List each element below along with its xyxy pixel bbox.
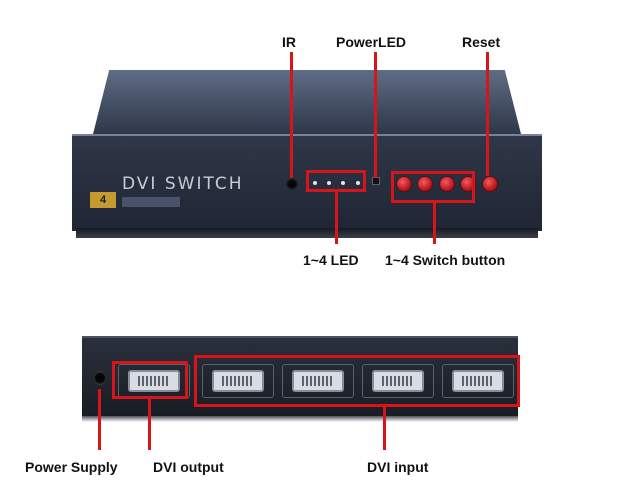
reset-button[interactable] (482, 176, 498, 192)
dvi-input-2-frame (282, 364, 354, 398)
power-supply-callout-line (98, 389, 101, 450)
reset-label: Reset (462, 34, 501, 50)
reset-callout-line (486, 52, 489, 176)
power-supply-label: Power Supply (25, 459, 118, 475)
switch-button-3[interactable] (439, 176, 455, 192)
led-1-4-label: 1~4 LED (303, 252, 359, 268)
dvi-input-label: DVI input (367, 459, 429, 475)
rear-panel-shadow (82, 416, 518, 422)
dvi-input-3-port-icon (372, 370, 424, 392)
dvi-output-label: DVI output (153, 459, 224, 475)
power-jack-icon (94, 371, 106, 385)
dvi-input-callout-line (383, 407, 386, 450)
dvi-input-4-port-icon (452, 370, 504, 392)
switch-button-1-4-label: 1~4 Switch button (385, 252, 506, 268)
device-base (76, 228, 538, 238)
dvi-output-port-icon (128, 370, 180, 392)
switch-button-2[interactable] (417, 176, 433, 192)
led-2-icon (341, 181, 345, 185)
ports-badge: 4 (90, 192, 116, 208)
power-led-icon (372, 177, 380, 185)
led-4-icon (313, 181, 317, 185)
dvi-input-4-frame (442, 364, 514, 398)
power-led-callout-line (374, 52, 377, 178)
dvi-input-3-frame (362, 364, 434, 398)
ir-receiver-icon (286, 178, 298, 190)
switch-button-callout-line (433, 203, 436, 244)
led-1-icon (356, 181, 360, 185)
dvi-input-1-port-icon (212, 370, 264, 392)
ir-callout-line (290, 52, 293, 178)
led-3-icon (327, 181, 331, 185)
switch-button-1[interactable] (396, 176, 412, 192)
dvi-output-callout-line (148, 399, 151, 450)
led-callout-line (335, 192, 338, 244)
switch-button-callout-box (391, 171, 475, 203)
device-subtitle-plate (122, 197, 180, 207)
front-panel-device: DVI SWITCH 4 (72, 70, 542, 250)
dvi-input-2-port-icon (292, 370, 344, 392)
dvi-input-1-frame (202, 364, 274, 398)
dvi-input-callout-box (194, 355, 520, 407)
power-led-label: PowerLED (336, 34, 407, 50)
device-top-surface (92, 70, 522, 138)
device-title: DVI SWITCH (122, 174, 244, 194)
ir-label: IR (282, 34, 296, 50)
led-callout-box (306, 170, 366, 192)
dvi-output-callout-box (112, 361, 188, 399)
